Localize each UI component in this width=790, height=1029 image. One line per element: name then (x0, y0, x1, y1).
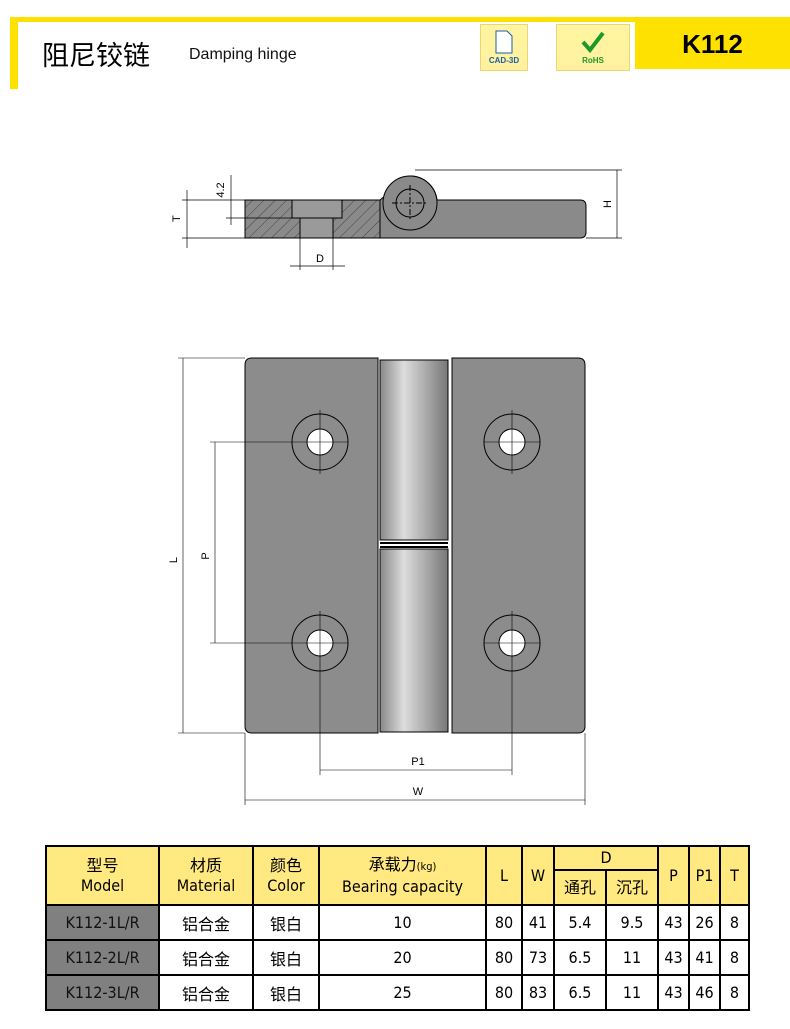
cell-l: 80 (485, 974, 523, 1011)
technical-drawing: 4.2 T H D L P P1 W (168, 169, 622, 805)
cell-l: 80 (485, 904, 523, 941)
hdr-p1: P1 (688, 845, 721, 906)
cell-d-through: 6.5 (553, 974, 607, 1011)
cad-3d-label: CAD-3D (488, 56, 520, 65)
cell-d-through: 5.4 (553, 904, 607, 941)
cell-model: K112-2L/R (45, 939, 160, 976)
cell-d-counter: 11 (605, 939, 659, 976)
cell-capacity: 20 (318, 939, 487, 976)
cell-capacity: 25 (318, 974, 487, 1011)
cell-p: 43 (657, 939, 690, 976)
cell-color: 银白 (252, 939, 320, 976)
cell-material: 铝合金 (158, 939, 254, 976)
document-icon (495, 30, 513, 54)
cell-p1: 41 (688, 939, 721, 976)
cell-t: 8 (719, 974, 750, 1011)
side-view (182, 169, 622, 270)
checkmark-icon (581, 31, 605, 54)
cell-material: 铝合金 (158, 904, 254, 941)
title-english: Damping hinge (189, 46, 297, 63)
dim-h-label: H (602, 200, 614, 208)
dim-t-label: T (171, 215, 183, 222)
cell-capacity: 10 (318, 904, 487, 941)
dim-p1-label: P1 (411, 756, 424, 768)
hdr-t: T (719, 845, 750, 906)
pin-upper (379, 359, 449, 541)
hdr-model-en: Model (80, 875, 125, 895)
left-leaf (244, 357, 379, 734)
hdr-bearing-cn: 承载力 (368, 854, 417, 874)
dim-w-label: W (413, 786, 424, 798)
hdr-d-counter: 沉孔 (605, 869, 659, 906)
hdr-bearing-unit: (kg) (416, 859, 437, 873)
cell-d-counter: 11 (605, 974, 659, 1011)
cell-t: 8 (719, 939, 750, 976)
pin-lower (379, 548, 449, 733)
dim-d-label: D (316, 253, 324, 265)
rohs-badge[interactable]: RoHS (556, 24, 630, 71)
cell-material: 铝合金 (158, 974, 254, 1011)
cad-3d-badge[interactable]: CAD-3D (480, 24, 528, 71)
header-bar-left (10, 17, 18, 89)
hdr-color-en: Color (267, 875, 305, 895)
cell-d-counter: 9.5 (605, 904, 659, 941)
hdr-p: P (657, 845, 690, 906)
hdr-d-through: 通孔 (553, 869, 607, 906)
cell-model: K112-1L/R (45, 904, 160, 941)
product-code: K112 (635, 18, 790, 69)
cell-w: 73 (521, 939, 555, 976)
cell-w: 41 (521, 904, 555, 941)
cell-p: 43 (657, 904, 690, 941)
cell-d-through: 6.5 (553, 939, 607, 976)
hdr-d: D (553, 845, 659, 871)
dim-l-label: L (168, 557, 180, 563)
title-chinese: 阻尼铰链 (42, 41, 150, 72)
cell-p1: 26 (688, 904, 721, 941)
hdr-l: L (485, 845, 523, 906)
dim-4.2-label: 4.2 (215, 182, 227, 197)
hdr-material-cn: 材质 (189, 855, 222, 875)
hdr-color-cn: 颜色 (269, 855, 302, 875)
cell-p1: 46 (688, 974, 721, 1011)
cell-w: 83 (521, 974, 555, 1011)
cell-color: 银白 (252, 904, 320, 941)
right-leaf (451, 357, 586, 734)
counterbore (291, 199, 343, 219)
cell-p: 43 (657, 974, 690, 1011)
cell-model: K112-3L/R (45, 974, 160, 1011)
cell-color: 银白 (252, 974, 320, 1011)
through-hole (299, 217, 334, 239)
header-bar-top (10, 17, 790, 22)
dim-p-label: P (200, 552, 212, 559)
hdr-w: W (521, 845, 555, 906)
hdr-bearing-en: Bearing capacity (341, 876, 464, 896)
cell-l: 80 (485, 939, 523, 976)
rohs-label: RoHS (582, 56, 604, 65)
hdr-material-en: Material (176, 875, 236, 895)
front-view (178, 357, 586, 805)
cell-t: 8 (719, 904, 750, 941)
hdr-model-cn: 型号 (86, 855, 119, 875)
